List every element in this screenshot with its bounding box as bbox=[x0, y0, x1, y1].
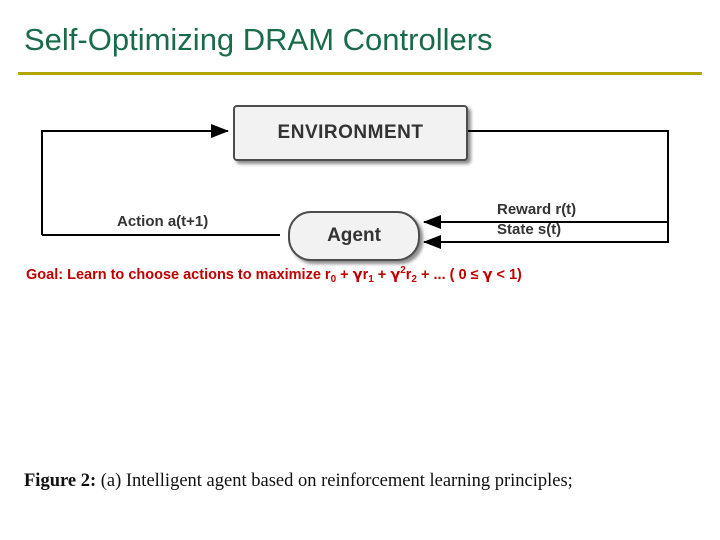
goal-sub-2: 2 bbox=[411, 274, 417, 285]
goal-sub-0: 0 bbox=[330, 274, 337, 285]
goal-plus-2: + bbox=[373, 267, 391, 283]
diagram-connectors bbox=[41, 124, 669, 249]
goal-plus-1: + bbox=[336, 267, 353, 283]
goal-formula: Goal: Learn to choose actions to maximiz… bbox=[26, 265, 522, 285]
environment-node: ENVIRONMENT bbox=[233, 105, 468, 161]
action-label: Action a(t+1) bbox=[117, 213, 209, 230]
state-label: State s(t) bbox=[497, 221, 562, 238]
agent-node: Agent bbox=[288, 211, 420, 261]
page-title: Self-Optimizing DRAM Controllers bbox=[24, 22, 493, 57]
reward-label: Reward r(t) bbox=[497, 201, 577, 218]
goal-r-1: r bbox=[362, 267, 369, 283]
goal-sup-2: 2 bbox=[400, 265, 406, 276]
environment-label: ENVIRONMENT bbox=[277, 122, 424, 143]
goal-gamma-3: γ bbox=[482, 267, 493, 283]
goal-prefix: Goal: Learn to choose actions to maximiz… bbox=[26, 267, 331, 283]
goal-r-2: r bbox=[405, 267, 412, 283]
rl-agent-diagram: ENVIRONMENT Agent Action a(t+1) Reward r… bbox=[0, 85, 720, 265]
goal-tail: + ... ( 0 ≤ bbox=[416, 267, 483, 283]
goal-gamma-1: γ bbox=[352, 267, 363, 283]
title-divider bbox=[18, 72, 702, 75]
goal-sub-1: 1 bbox=[368, 274, 374, 285]
figure-caption-text: (a) Intelligent agent based on reinforce… bbox=[96, 471, 573, 491]
figure-caption: Figure 2: (a) Intelligent agent based on… bbox=[24, 468, 696, 495]
agent-label: Agent bbox=[327, 225, 381, 246]
goal-gamma-2: γ bbox=[390, 267, 401, 283]
figure-label: Figure 2: bbox=[24, 471, 97, 491]
goal-tail-2: < 1) bbox=[492, 267, 522, 283]
